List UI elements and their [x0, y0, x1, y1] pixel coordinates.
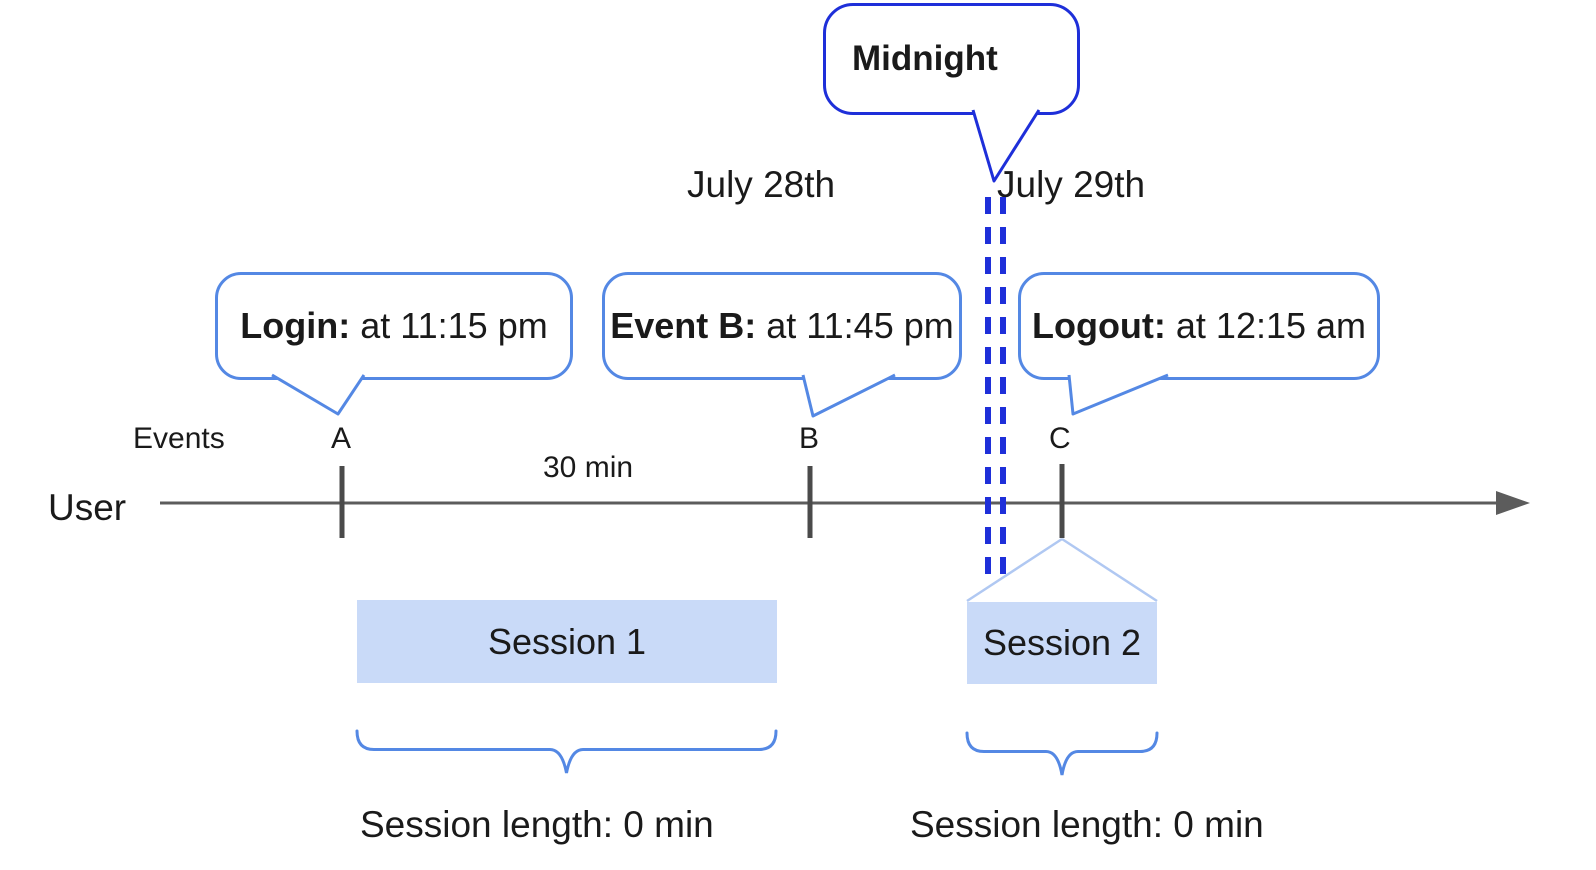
callout-login-label: Login: [240, 305, 351, 346]
callout-logout: Logout: at 12:15 am [1018, 272, 1380, 380]
user-label: User [48, 487, 127, 528]
callout-event-b-text: at 11:45 pm [766, 305, 954, 346]
midnight-callout: Midnight [823, 3, 1080, 115]
callout-login-text: at 11:15 pm [360, 305, 548, 346]
event-letter-b: B [799, 422, 820, 455]
session-2-funnel-line-left [966, 537, 1063, 603]
callout-login-tail [271, 373, 366, 416]
timeline-arrow-icon [1496, 491, 1530, 515]
session-1-label: Session 1 [487, 620, 647, 662]
callout-login: Login: at 11:15 pm [215, 272, 573, 380]
callout-logout-tail [1067, 373, 1169, 416]
session-2-funnel-line-right [1061, 537, 1158, 603]
midnight-label: Midnight [852, 39, 998, 78]
events-axis-label: Events [133, 422, 225, 455]
callout-logout-text: at 12:15 am [1175, 305, 1367, 346]
callout-event-b-tail [801, 373, 896, 418]
session-2-label: Session 2 [982, 622, 1142, 663]
callout-event-b: Event B: at 11:45 pm [602, 272, 962, 380]
session-1-bar: Session 1 [357, 600, 777, 683]
callout-event-b-label: Event B: [610, 305, 757, 346]
callout-logout-label: Logout: [1031, 305, 1166, 346]
session-2-length-label: Session length: 0 min [910, 804, 1264, 845]
session-1-brace [355, 729, 778, 774]
session-1-length-label: Session length: 0 min [360, 804, 714, 845]
event-letter-c: C [1049, 422, 1071, 455]
session-2-bar: Session 2 [967, 602, 1157, 684]
event-letter-a: A [331, 422, 352, 455]
date-label-july-29: July 29th [997, 164, 1146, 205]
interval-label-30min: 30 min [543, 451, 634, 484]
date-label-july-28: July 28th [687, 164, 836, 205]
session-2-brace [965, 731, 1159, 776]
